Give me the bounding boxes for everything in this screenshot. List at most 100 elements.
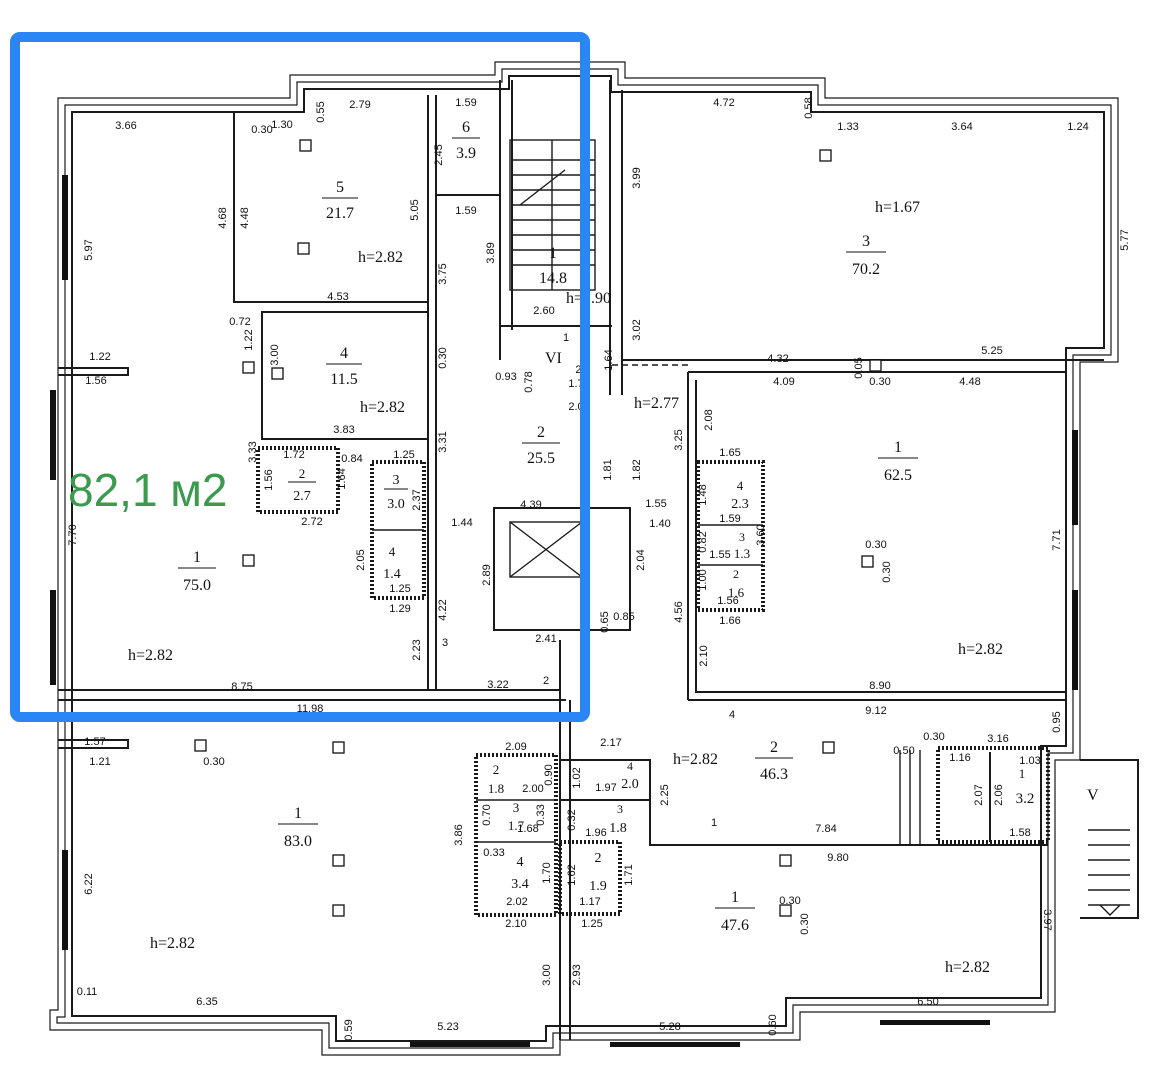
svg-text:2.3: 2.3 (731, 497, 749, 512)
svg-text:1: 1 (731, 889, 739, 906)
dimension-label: 0.90 (543, 764, 555, 785)
svg-text:21.7: 21.7 (326, 205, 354, 222)
room-1-lower-right: 1 47.6 h=2.82 (715, 889, 990, 976)
dimension-label: 8.75 (231, 681, 252, 693)
dimension-label: 2.45 (433, 144, 445, 165)
svg-text:1.9: 1.9 (589, 879, 607, 894)
svg-text:h=2.82: h=2.82 (958, 641, 1003, 658)
dimension-label: 1.68 (517, 823, 538, 835)
svg-text:62.5: 62.5 (884, 467, 912, 484)
dimension-label: 2.00 (522, 783, 543, 795)
dimension-label: 4.48 (239, 207, 251, 228)
dimension-label: 2.07 (973, 784, 985, 805)
room-4-small: 4 1.4 (383, 544, 401, 582)
dimension-label: 3.00 (541, 964, 553, 985)
dimension-label: 2.04 (635, 549, 647, 570)
room-2-small: 2 2.7 (288, 466, 316, 504)
svg-text:3.9: 3.9 (456, 145, 476, 162)
dimension-label: 3.33 (247, 441, 259, 462)
svg-text:1: 1 (193, 549, 201, 566)
dimension-label: 1.59 (455, 205, 476, 217)
dimension-label: 7.84 (815, 823, 836, 835)
svg-text:3: 3 (617, 802, 623, 816)
room-1-lower-right-small: 1 3.2 (1016, 766, 1035, 807)
dimension-label: 0.11 (77, 986, 98, 998)
dimension-label: 1.29 (389, 603, 410, 615)
dimension-label: 0.78 (523, 371, 535, 392)
room-4-right-small: 4 2.3 (731, 478, 749, 512)
svg-text:1.3: 1.3 (734, 546, 750, 561)
dimension-label: 0.05 (853, 357, 865, 378)
svg-text:83.0: 83.0 (284, 833, 312, 850)
dimension-label: 1.57 (84, 736, 105, 748)
dimension-label: 6.22 (83, 873, 95, 894)
svg-text:h=2.82: h=2.82 (945, 959, 990, 976)
dimension-label: 1.02 (571, 767, 583, 788)
room-4-lower-small: 4 3.4 (511, 855, 529, 892)
dimension-label: 3.64 (951, 121, 972, 133)
dimension-label: 4.09 (773, 376, 794, 388)
dimension-label: 0.30 (865, 539, 886, 551)
dimension-label: 2.17 (600, 737, 621, 749)
dimension-label: 3 (442, 637, 448, 649)
fixtures (194, 139, 882, 917)
dimension-label: 1.03 (1019, 755, 1040, 767)
dimension-label: 2.09 (505, 741, 526, 753)
dimension-label: 1.64 (603, 349, 615, 370)
room-1-right: 1 62.5 h=2.82 (878, 439, 1003, 658)
dimension-label: 0.55 (315, 101, 327, 122)
dimension-label: 6.35 (196, 996, 217, 1008)
svg-text:h=2.82: h=2.82 (128, 647, 173, 664)
dimension-label: 0.33 (535, 804, 547, 825)
dimension-label: 1.7 (568, 378, 583, 390)
dimension-label: 0.72 (229, 316, 250, 328)
dimension-label: 1.24 (1067, 121, 1088, 133)
dimension-label: 0.32 (566, 809, 578, 830)
dimension-label: 2.93 (571, 964, 583, 985)
svg-text:4: 4 (737, 478, 744, 493)
dimension-label: 0.58 (803, 97, 815, 118)
dimension-label: 3.25 (673, 429, 685, 450)
dimension-label: 1 (563, 332, 569, 344)
dimension-label: 1.64 (336, 468, 348, 489)
room-2-lower-small: 2 1.8 (488, 762, 504, 796)
dimension-label: 2.41 (535, 633, 556, 645)
dimension-label: 4.32 (767, 353, 788, 365)
dimension-label: 2.37 (411, 489, 423, 510)
dimension-label: 0.93 (495, 371, 516, 383)
svg-text:46.3: 46.3 (760, 766, 788, 783)
svg-text:3: 3 (513, 800, 520, 815)
dimension-label: 0.30 (437, 347, 449, 368)
svg-text:4: 4 (389, 544, 396, 559)
dimension-label: 1.70 (541, 862, 553, 883)
dimension-label: 4.22 (437, 599, 449, 620)
dimension-label: 1.30 (271, 119, 292, 131)
dimension-label: 1.44 (451, 517, 472, 529)
svg-text:70.2: 70.2 (852, 261, 880, 278)
dimension-label: 3.31 (437, 431, 449, 452)
dimension-label: 0.33 (483, 847, 504, 859)
svg-text:2: 2 (493, 762, 500, 777)
dimension-label: 5.05 (409, 199, 421, 220)
dimension-label: 0.59 (343, 1019, 355, 1040)
dimension-label: 1.65 (719, 447, 740, 459)
svg-text:6: 6 (462, 119, 470, 136)
dimension-label: 1.25 (581, 918, 602, 930)
svg-text:2.0: 2.0 (621, 777, 639, 792)
dimension-label: 1.97 (595, 782, 616, 794)
dimension-label: 2.06 (993, 784, 1005, 805)
svg-text:4: 4 (517, 855, 524, 870)
room-4-lower-right-small: 4 2.0 (621, 759, 639, 792)
corridor-height: h=2.77 (634, 395, 679, 412)
dimension-label: 0.30 (869, 376, 890, 388)
selection-highlight (10, 32, 590, 722)
svg-text:47.6: 47.6 (721, 917, 749, 934)
room-1-lower-left: 1 83.0 h=2.82 (150, 805, 318, 952)
dimension-label: 4 (729, 709, 735, 721)
dimension-label: 1.22 (243, 329, 255, 350)
dimension-label: 5.28 (659, 1021, 680, 1033)
svg-text:h=2.82: h=2.82 (150, 935, 195, 952)
room-3-small: 3 3.0 (384, 473, 408, 512)
svg-text:2.7: 2.7 (293, 489, 311, 504)
